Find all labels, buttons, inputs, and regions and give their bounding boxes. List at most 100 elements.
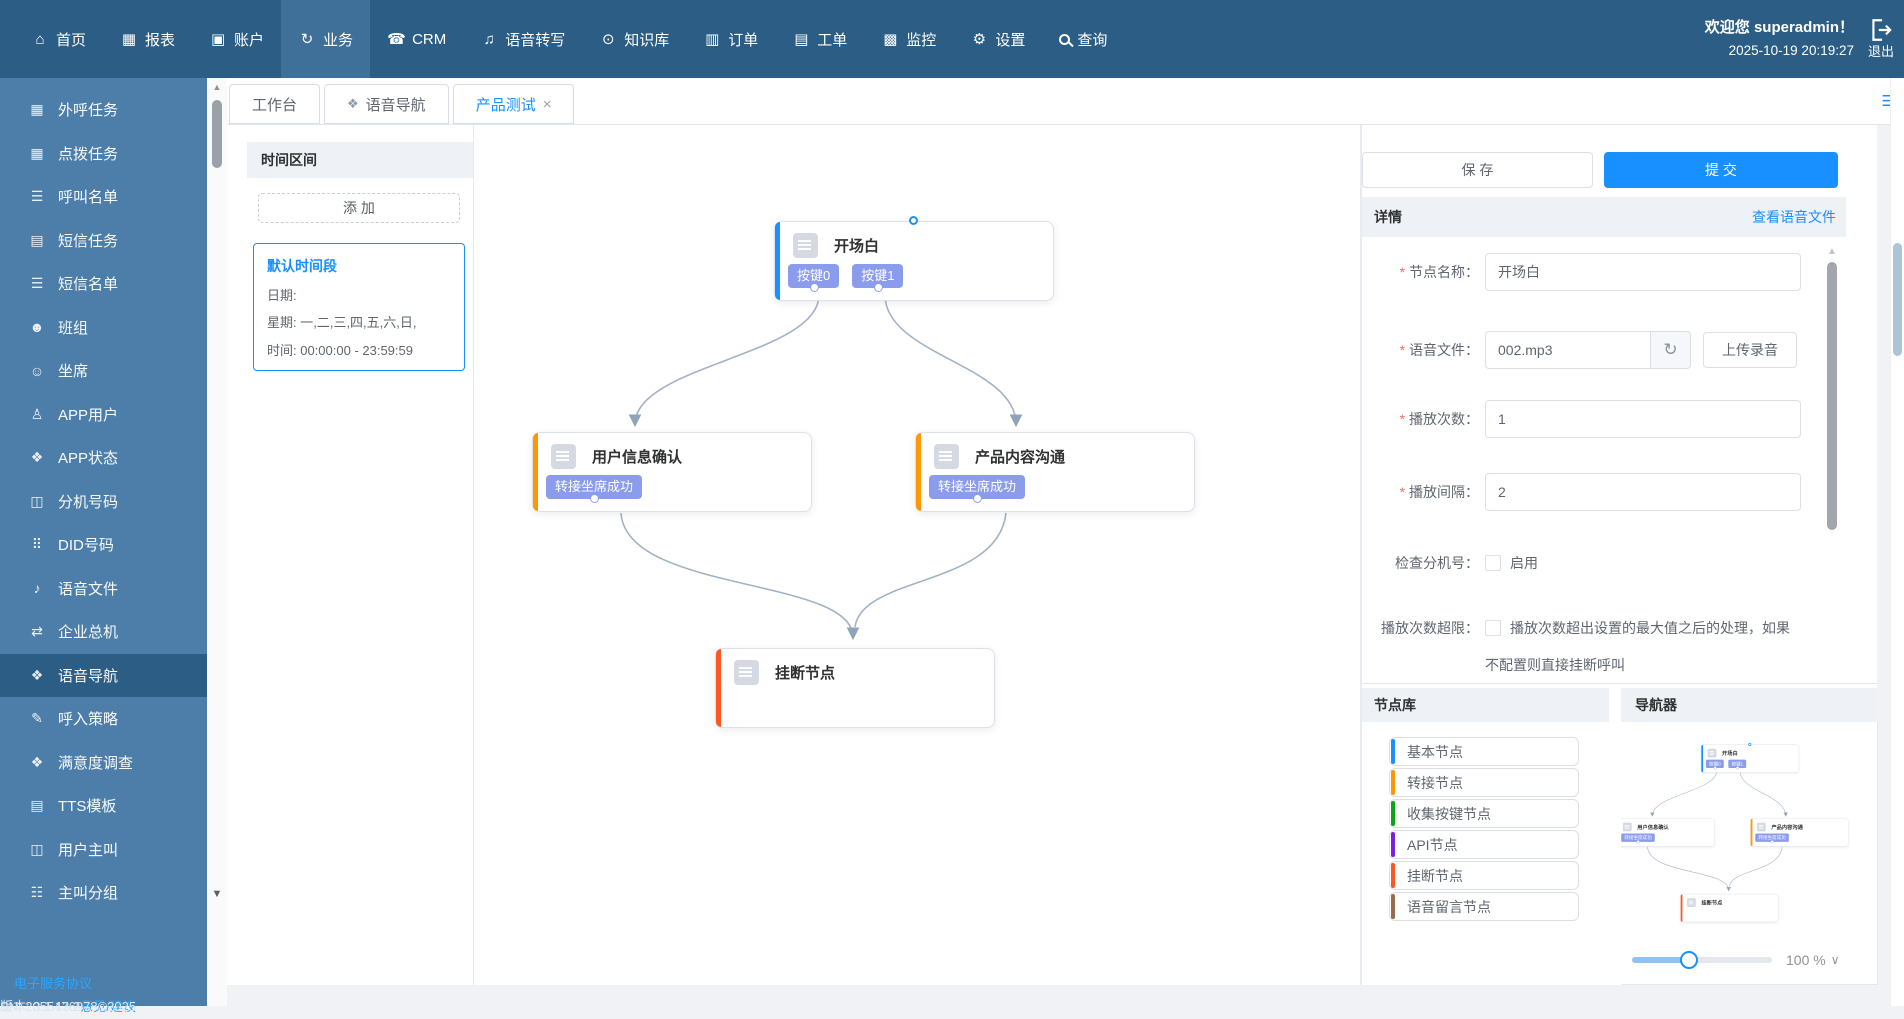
connection-point[interactable]	[1748, 742, 1752, 746]
zoom-slider[interactable]	[1632, 951, 1772, 969]
upload-recording-button[interactable]: 上传录音	[1703, 332, 1797, 368]
nav-search[interactable]: 查询	[1042, 0, 1124, 78]
flow-node-user-info[interactable]: 用户信息确认 转接坐席成功	[1621, 818, 1715, 847]
sidebar-item-tts-template[interactable]: ▤TTS模板	[0, 784, 207, 828]
nav-orders[interactable]: ▥订单	[686, 0, 775, 78]
nav-crm[interactable]: ☎CRM	[370, 0, 463, 78]
task-grid-icon: ▦	[30, 101, 44, 118]
scroll-up-icon[interactable]: ▲	[212, 82, 222, 92]
sidebar-item-satisfaction-survey[interactable]: ❖满意度调查	[0, 741, 207, 785]
clipboard-icon: ✎	[31, 710, 43, 727]
flow-node-hangup[interactable]: 挂断节点	[1680, 894, 1779, 923]
sidebar-item-team[interactable]: ☻班组	[0, 306, 207, 350]
flow-node-product-content[interactable]: 产品内容沟通 转接坐席成功	[915, 432, 1195, 512]
scroll-up-icon[interactable]: ▲	[1827, 246, 1837, 257]
nav-label: 设置	[995, 31, 1026, 49]
sidebar-item-extension-numbers[interactable]: ◫分机号码	[0, 480, 207, 524]
library-item-api-node[interactable]: API节点	[1389, 830, 1579, 859]
connection-point[interactable]	[909, 216, 918, 225]
page-scrollbar[interactable]	[1890, 78, 1904, 1006]
scrollbar-thumb[interactable]	[1893, 243, 1902, 356]
search-icon	[1059, 33, 1071, 45]
voice-file-input[interactable]	[1485, 331, 1651, 369]
node-tag-key1[interactable]: 按键1	[1728, 759, 1747, 770]
time-range-panel: 时间区间 添 加 默认时间段 日期: 星期: 一,二,三,四,五,六,日, 时间…	[247, 142, 473, 371]
tab-workbench[interactable]: 工作台	[229, 84, 321, 124]
service-agreement-link[interactable]: 电子服务协议	[14, 976, 93, 992]
node-name-input[interactable]	[1485, 253, 1801, 291]
sidebar-item-inbound-strategy[interactable]: ✎呼入策略	[0, 697, 207, 741]
sidebar-item-sms-list[interactable]: ☰短信名单	[0, 262, 207, 306]
sidebar-item-caller-group[interactable]: ☷主叫分组	[0, 871, 207, 915]
logout-button[interactable]: 退出	[1868, 17, 1894, 61]
nav-home[interactable]: ⌂首页	[14, 0, 103, 78]
sidebar-item-app-status[interactable]: ❖APP状态	[0, 436, 207, 480]
sidebar-item-voice-files[interactable]: ♪语音文件	[0, 567, 207, 611]
time-card-title: 默认时间段	[267, 258, 337, 274]
welcome-text: 欢迎您 superadmin！	[1704, 18, 1854, 36]
library-item-basic-node[interactable]: 基本节点	[1389, 737, 1579, 766]
flow-node-opening[interactable]: 开场白 按键0 按键1	[774, 216, 1054, 301]
sidebar-item-did-numbers[interactable]: ⠿DID号码	[0, 523, 207, 567]
nav-tickets[interactable]: ▤工单	[775, 0, 864, 78]
flow-node-product-content[interactable]: 产品内容沟通 转接坐席成功	[1750, 818, 1849, 847]
flow-node-hangup[interactable]: 挂断节点	[715, 648, 995, 728]
nav-accounts[interactable]: ▣账户	[192, 0, 281, 78]
tab-voice-navigation[interactable]: ❖语音导航	[324, 84, 449, 124]
sidebar-item-dial-tasks[interactable]: ▦点拨任务	[0, 132, 207, 176]
node-tag-key0[interactable]: 按键0	[788, 264, 840, 293]
node-tag-key0[interactable]: 按键0	[1705, 759, 1724, 770]
scrollbar-thumb[interactable]	[212, 100, 222, 168]
scroll-down-icon[interactable]: ▼	[211, 888, 223, 900]
sidebar-scrollbar[interactable]: ▲ ▼	[207, 78, 227, 1006]
node-tag-key1[interactable]: 按键1	[852, 264, 904, 293]
nav-monitoring[interactable]: ▩监控	[864, 0, 953, 78]
node-tag-transfer-success[interactable]: 转接坐席成功	[929, 475, 1026, 504]
main-content: 时间区间 添 加 默认时间段 日期: 星期: 一,二,三,四,五,六,日, 时间…	[227, 125, 1904, 1006]
check-extension-checkbox[interactable]	[1485, 555, 1501, 571]
nav-transcription[interactable]: ♫语音转写	[463, 0, 582, 78]
node-tag-transfer-success[interactable]: 转接坐席成功	[1621, 833, 1655, 844]
flow-canvas[interactable]: 开场白 按键0 按键1 用户信息确认 转接坐席成功 产品内容沟通 转接坐席成功 …	[473, 125, 1361, 985]
tab-product-test[interactable]: 产品测试×	[452, 84, 575, 124]
submit-button[interactable]: 提 交	[1604, 152, 1838, 188]
nav-knowledge-base[interactable]: ⊙知识库	[582, 0, 686, 78]
add-time-button[interactable]: 添 加	[258, 193, 460, 223]
nav-reports[interactable]: ▦报表	[103, 0, 192, 78]
sidebar-item-call-list[interactable]: ☰呼叫名单	[0, 175, 207, 219]
library-item-hangup-node[interactable]: 挂断节点	[1389, 861, 1579, 890]
play-interval-row: 播放间隔：	[1362, 473, 1801, 511]
business-icon: ↻	[300, 30, 314, 48]
sidebar-item-sms-tasks[interactable]: ▤短信任务	[0, 219, 207, 263]
node-tag-transfer-success[interactable]: 转接坐席成功	[1755, 833, 1789, 844]
library-item-voicemail-node[interactable]: 语音留言节点	[1389, 892, 1579, 921]
sidebar-item-outbound-tasks[interactable]: ▦外呼任务	[0, 88, 207, 132]
sidebar-item-agents[interactable]: ☺坐席	[0, 349, 207, 393]
library-item-collect-key-node[interactable]: 收集按键节点	[1389, 799, 1579, 828]
sidebar-item-enterprise-switchboard[interactable]: ⇄企业总机	[0, 610, 207, 654]
play-count-input[interactable]	[1485, 400, 1801, 438]
sidebar-item-app-users[interactable]: ♙APP用户	[0, 393, 207, 437]
node-tag-transfer-success[interactable]: 转接坐席成功	[546, 475, 643, 504]
play-interval-input[interactable]	[1485, 473, 1801, 511]
nav-settings[interactable]: ⚙设置	[953, 0, 1042, 78]
chevron-down-icon[interactable]: ∨	[1830, 953, 1840, 967]
view-voice-files-link[interactable]: 查看语音文件	[1752, 209, 1836, 225]
scrollbar-thumb[interactable]	[1827, 262, 1837, 530]
default-time-card[interactable]: 默认时间段 日期: 星期: 一,二,三,四,五,六,日, 时间: 00:00:0…	[253, 243, 465, 371]
audio-file-icon: ♪	[33, 580, 41, 597]
refresh-icon[interactable]: ↻	[1651, 331, 1691, 369]
document-icon: ▤	[30, 797, 44, 814]
flow-node-user-info[interactable]: 用户信息确认 转接坐席成功	[532, 432, 812, 512]
list-icon: ☰	[30, 188, 44, 205]
nav-business[interactable]: ↻业务	[281, 0, 371, 78]
sidebar-item-user-caller[interactable]: ◫用户主叫	[0, 828, 207, 872]
save-button[interactable]: 保 存	[1362, 152, 1593, 188]
close-icon[interactable]: ×	[542, 95, 552, 113]
zoom-slider-thumb[interactable]	[1680, 951, 1698, 969]
flow-node-opening[interactable]: 开场白 按键0 按键1	[1701, 742, 1799, 773]
sidebar-item-voice-navigation[interactable]: ❖语音导航	[0, 653, 207, 697]
library-item-transfer-node[interactable]: 转接节点	[1389, 768, 1579, 797]
node-color-bar	[916, 433, 921, 511]
over-limit-checkbox[interactable]	[1485, 620, 1501, 636]
